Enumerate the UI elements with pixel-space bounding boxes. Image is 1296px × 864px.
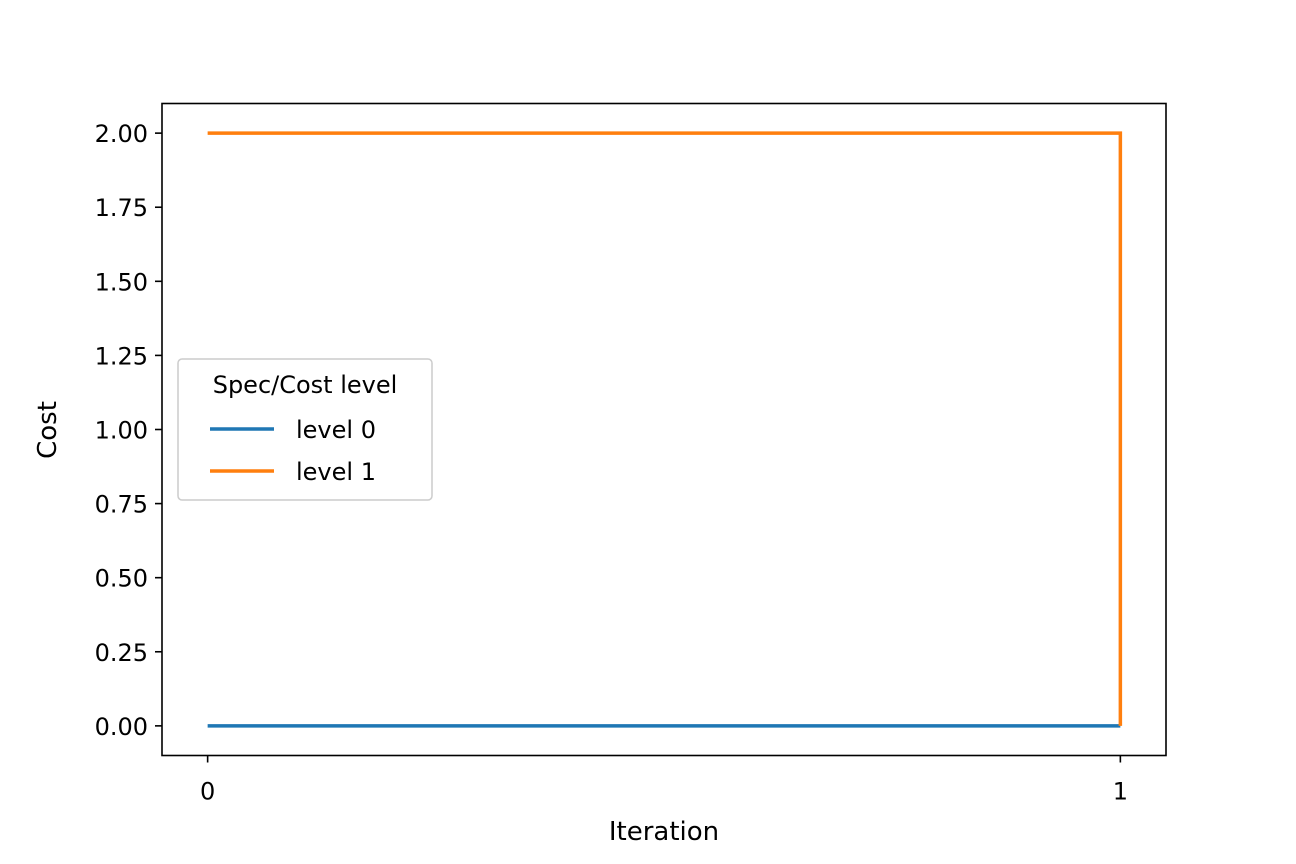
- y-tick-label: 1.25: [95, 342, 148, 370]
- y-tick-label: 1.00: [95, 417, 148, 445]
- y-tick-label: 0.25: [95, 639, 148, 667]
- legend: Spec/Cost level level 0 level 1: [177, 358, 433, 501]
- legend-entry-level-1: level 1: [296, 458, 376, 486]
- series-layer: [207, 131, 1123, 728]
- y-tick-label: 0.50: [95, 565, 148, 593]
- y-tick-label: 0.75: [95, 491, 148, 519]
- y-tick-label: 1.50: [95, 268, 148, 296]
- legend-box: [177, 358, 433, 501]
- x-tick-label: 1: [1113, 778, 1128, 806]
- x-tick-label: 0: [200, 778, 215, 806]
- y-axis-label: Cost: [33, 401, 63, 459]
- y-axis: 0.00 0.25 0.50 0.75 1.00 1.25 1.50 1.75 2.00: [95, 120, 162, 741]
- series-line-level-1: [207, 131, 1123, 726]
- y-tick-label: 2.00: [95, 120, 148, 148]
- y-tick-label: 1.75: [95, 194, 148, 222]
- x-axis-label: Iteration: [609, 817, 719, 847]
- y-tick-label: 0.00: [95, 713, 148, 741]
- legend-entry-level-0: level 0: [296, 416, 376, 444]
- legend-title: Spec/Cost level: [213, 371, 398, 399]
